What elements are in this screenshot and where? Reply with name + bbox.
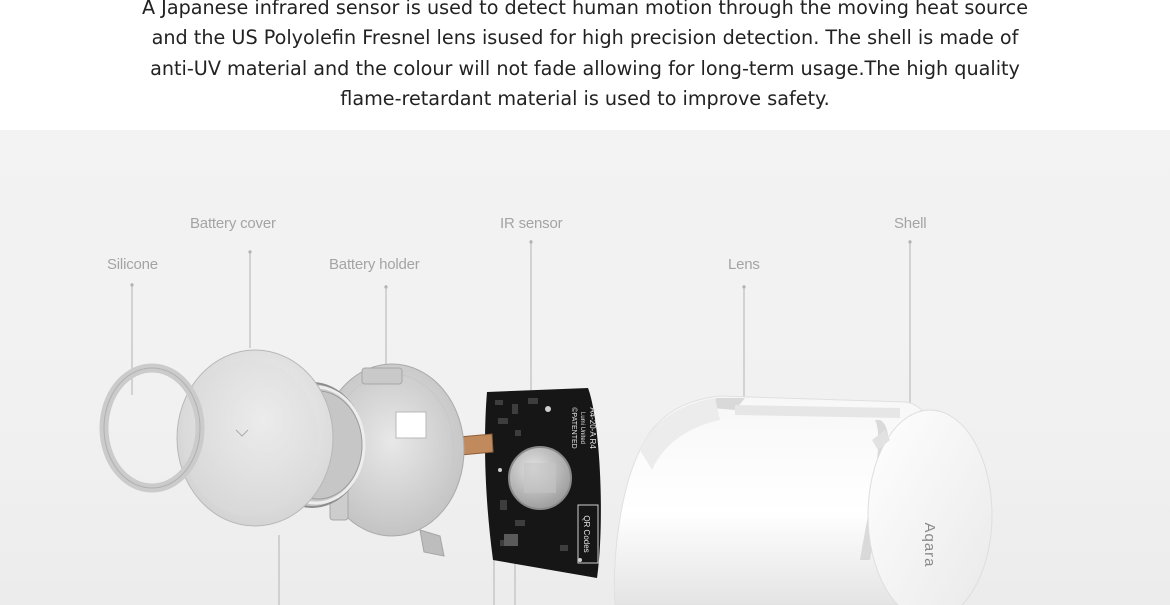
svg-text:Aqara: Aqara (921, 522, 938, 567)
description-line-3: anti-UV material and the colour will not… (150, 56, 1020, 80)
description-line-1: A Japanese infrared sensor is used to de… (141, 0, 1029, 19)
callout-silicone: Silicone (107, 256, 158, 273)
qr-codes-label: QR Codes (582, 515, 591, 552)
callout-lens: Lens (728, 256, 760, 273)
product-description: A Japanese infrared sensor is used to de… (0, 0, 1170, 114)
lens (640, 398, 720, 470)
callout-battery-cover: Battery cover (190, 215, 276, 232)
battery-cover (176, 349, 334, 527)
callout-shell: Shell (894, 215, 927, 232)
brand-logo: Aqara (921, 522, 938, 567)
description-line-4: flame-retardant material is used to impr… (340, 86, 830, 110)
pcb-patent-label: ©PATENTED (570, 407, 578, 448)
description-line-2: and the US Polyolefin Fresnel lens isuse… (151, 26, 1019, 50)
shell-body (613, 395, 993, 605)
callout-ir-sensor: IR sensor (500, 215, 563, 232)
pcb-model-label: A4-20-A R4 (588, 407, 597, 449)
pcb-board: QR Codes A4-20-A R4 Lumi United ©PATENTE… (485, 388, 601, 578)
silicone-ring (99, 363, 205, 493)
pcb-maker-label: Lumi United (579, 412, 585, 444)
callout-battery-holder: Battery holder (329, 256, 420, 273)
